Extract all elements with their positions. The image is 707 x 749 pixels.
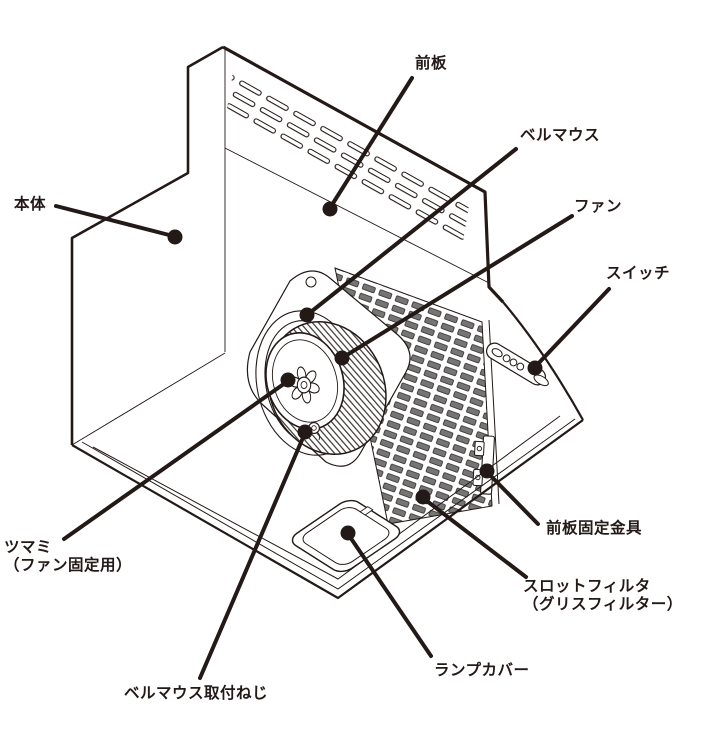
hood-outline (70, 45, 584, 600)
leader-bellmouth (305, 147, 518, 317)
dot-bellmouth (299, 307, 315, 323)
leader-lamp-cover (346, 532, 433, 658)
leader-main-body (54, 204, 175, 238)
leader-front-panel (328, 76, 414, 210)
dot-lamp-cover (340, 525, 356, 541)
label-front-panel: 前板 (415, 54, 448, 72)
leader-switch (533, 287, 611, 369)
label-bellmouth: ベルマウス (520, 126, 601, 144)
switch-panel (485, 342, 549, 387)
leader-bellmouth-screw (198, 431, 307, 680)
dot-bellmouth-screw (297, 424, 313, 440)
label-switch: スイッチ (606, 264, 671, 282)
label-slot-filter: スロットフィルタ （グリスフィルター） (523, 577, 683, 614)
leader-slot-filter (421, 496, 528, 579)
lamp-cover-part (287, 496, 406, 575)
label-lamp-cover: ランプカバー (434, 661, 530, 679)
dot-front-panel (322, 201, 338, 217)
leader-dots (167, 201, 543, 541)
label-knob: ツマミ （ファン固定用） (4, 538, 133, 575)
dot-switch (527, 360, 543, 376)
dot-main-body (167, 229, 183, 245)
leader-fan (340, 214, 574, 360)
label-bellmouth-screw: ベルマウス取付ねじ (124, 684, 269, 702)
label-fan: ファン (574, 197, 623, 215)
fan-knob (288, 366, 320, 404)
dot-bracket (479, 463, 495, 479)
dot-slot-filter (415, 489, 431, 505)
leader-bracket (485, 470, 540, 526)
dot-fan (334, 350, 350, 366)
leader-lines (54, 76, 611, 680)
label-bracket: 前板固定金具 (546, 519, 643, 537)
dot-knob (280, 372, 296, 388)
label-main-body: 本体 (14, 195, 47, 213)
vent-slots (227, 72, 469, 242)
leader-knob (62, 379, 290, 541)
panel-fold-lines (71, 48, 490, 446)
bellmouth-hole (305, 276, 317, 288)
